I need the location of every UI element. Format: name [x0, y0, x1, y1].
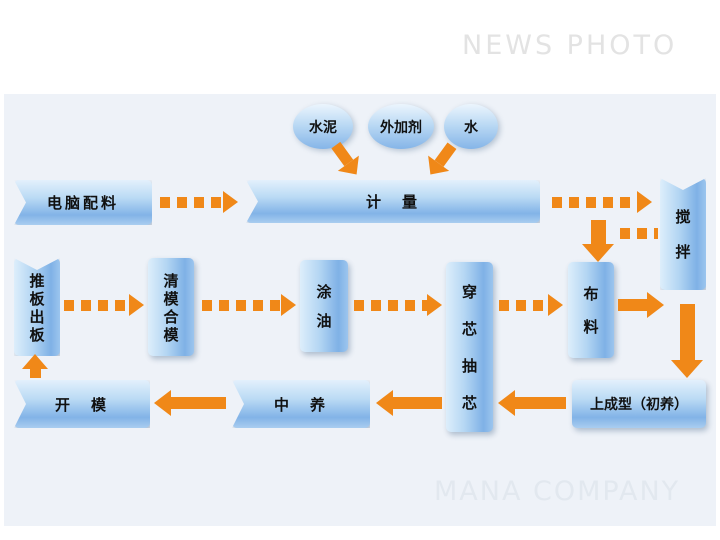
- arrow-open-to-push: [22, 354, 48, 378]
- arrow-form-to-core: [498, 390, 566, 416]
- arrow-push-to-clean: [64, 294, 144, 316]
- arrow-cure-to-open: [154, 390, 226, 416]
- input-node-water-label: 水: [464, 119, 478, 136]
- arrow-config-to-measure: [160, 191, 238, 213]
- input-node-cement-label: 水泥: [309, 119, 337, 136]
- arrow-clean-to-oil: [202, 294, 296, 316]
- input-node-admixture: 外加剂: [368, 104, 434, 149]
- watermark-company: MANA COMPANY: [434, 476, 681, 507]
- input-node-admixture-label: 外加剂: [380, 119, 422, 136]
- node-measure: 计 量: [246, 180, 540, 223]
- node-mix: 搅拌: [660, 178, 706, 290]
- arrow-mix-to-distribute: [582, 220, 614, 262]
- node-measure-label: 计 量: [365, 193, 420, 211]
- node-core: 穿芯抽芯: [446, 262, 493, 432]
- arrow-mix-to-distribute-dashes: [620, 228, 658, 239]
- watermark-news-photo: NEWS PHOTO: [462, 30, 678, 61]
- node-computer-config: 电脑配料: [14, 180, 152, 225]
- input-node-water: 水: [444, 104, 498, 149]
- arrow-core-to-distribute: [499, 294, 563, 316]
- node-form-label: 上成型（初养）: [590, 397, 688, 413]
- node-computer-config-label: 电脑配料: [46, 194, 119, 212]
- node-mix-label: 搅拌: [673, 209, 692, 279]
- node-core-label: 穿芯抽芯: [460, 284, 478, 432]
- node-cure-label: 中 养: [273, 395, 328, 414]
- node-oil-label: 涂油: [314, 284, 333, 342]
- node-cure: 中 养: [232, 380, 370, 428]
- arrow-distribute-elbow-right: [618, 292, 664, 318]
- arrow-measure-to-mix: [552, 191, 652, 213]
- node-clean-close: 清模合模: [148, 258, 194, 356]
- node-push-out-label: 推板出板: [27, 273, 46, 345]
- node-push-out: 推板出板: [14, 258, 60, 356]
- node-clean-close-label: 清模合模: [161, 273, 180, 345]
- node-open: 开 模: [14, 380, 150, 428]
- arrow-core-to-cure: [376, 390, 442, 416]
- node-distribute-label: 布料: [581, 286, 600, 352]
- node-distribute: 布料: [568, 262, 614, 358]
- input-node-cement: 水泥: [293, 104, 353, 149]
- node-form: 上成型（初养）: [572, 380, 706, 428]
- arrow-distribute-to-form: [670, 304, 704, 378]
- node-open-label: 开 模: [54, 395, 109, 414]
- arrow-oil-to-core: [354, 294, 442, 316]
- node-oil: 涂油: [300, 260, 348, 352]
